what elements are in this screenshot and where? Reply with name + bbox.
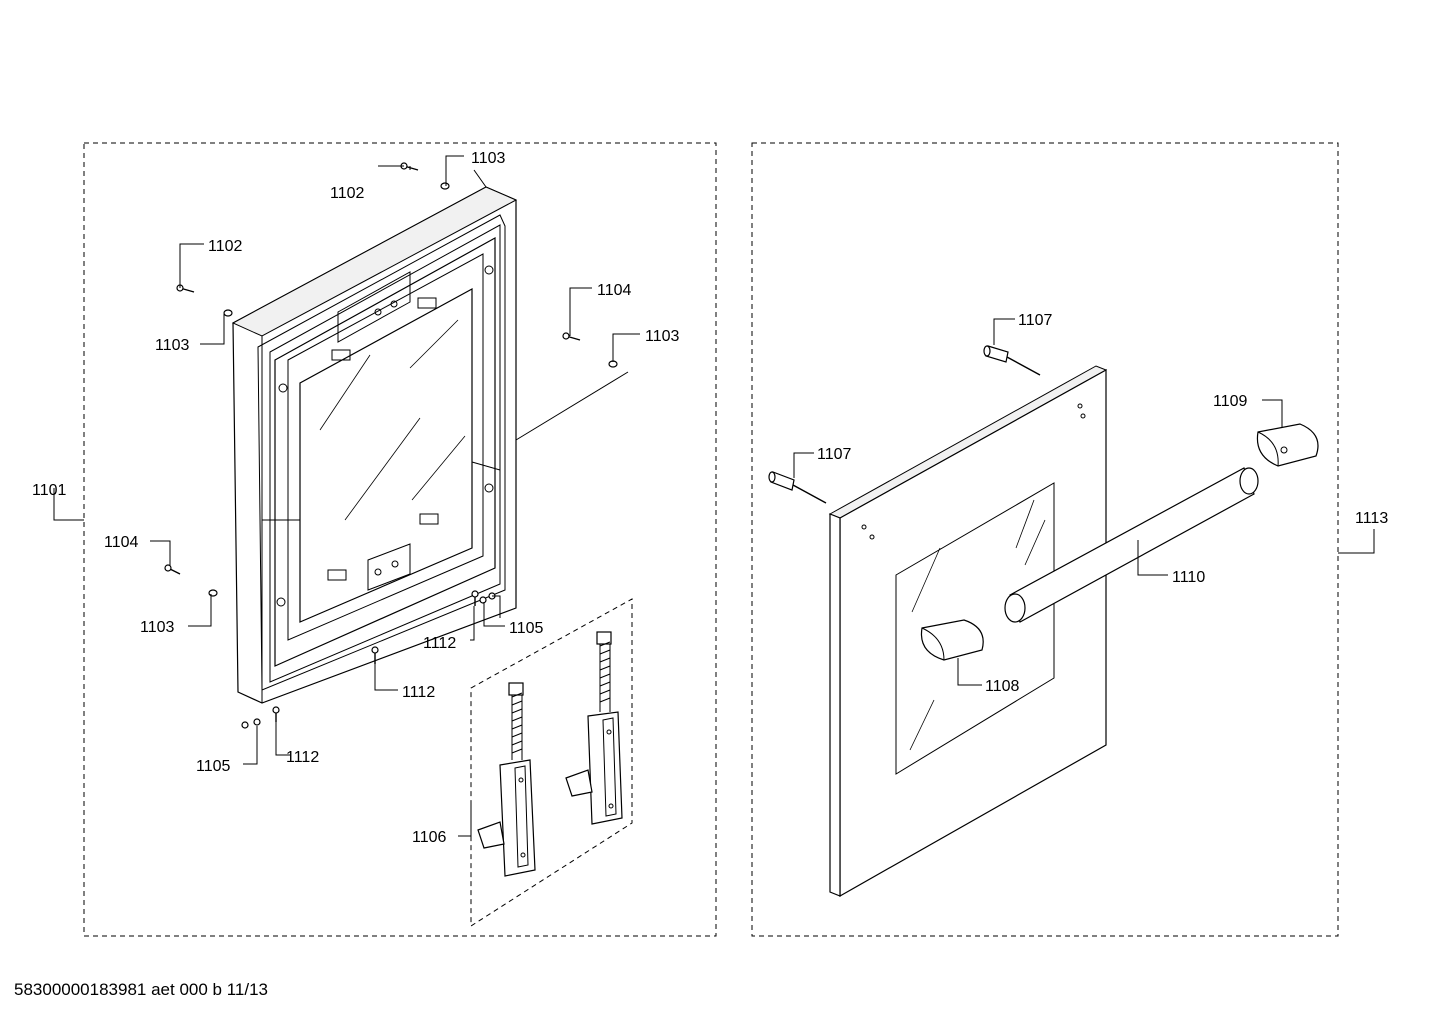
callout-1103-left: 1103 <box>155 337 190 354</box>
screw-1112-bottom-left <box>272 706 280 722</box>
callout-1105-right: 1105 <box>509 620 544 637</box>
handle-bar <box>1004 467 1259 623</box>
hinge-left <box>477 682 536 877</box>
screw-1112-bottom-right <box>471 590 479 606</box>
screw-1107-top <box>983 345 1041 376</box>
handle-mount-1108 <box>920 619 984 661</box>
group-1101-boundary <box>83 142 717 937</box>
screw-1107-left <box>768 471 827 504</box>
group-1113-boundary <box>751 142 1339 937</box>
hinge-right <box>565 631 623 825</box>
screw-1104-left <box>164 564 181 575</box>
inner-door-frame <box>231 186 518 704</box>
callout-1101: 1101 <box>32 482 67 499</box>
washer-1103-lower <box>208 589 218 597</box>
screw-1112-bottom-middle <box>371 646 379 664</box>
document-footer-code: 58300000183981 aet 000 b 11/13 <box>14 980 268 999</box>
callout-1110: 1110 <box>1172 569 1205 586</box>
callout-1107-top: 1107 <box>1018 312 1053 329</box>
callout-1104-right: 1104 <box>597 282 632 299</box>
callout-1107-left: 1107 <box>817 446 852 463</box>
washer-1105-bottom-left-b <box>253 718 261 726</box>
callout-1105-left: 1105 <box>196 758 231 775</box>
callout-1109: 1109 <box>1213 393 1248 410</box>
screw-1104-right <box>562 332 581 341</box>
washer-1105-bottom-left-a <box>241 721 249 729</box>
callout-1112-middle: 1112 <box>402 684 435 701</box>
callout-1104-left: 1104 <box>104 534 139 551</box>
callout-1103-right: 1103 <box>645 328 680 345</box>
callout-1112-left: 1112 <box>286 749 319 766</box>
washer-1103-top <box>440 182 450 190</box>
callout-1106: 1106 <box>412 829 447 846</box>
callout-1103-top: 1103 <box>471 150 506 167</box>
group-1106-boundary <box>470 598 633 927</box>
callout-1103-lower: 1103 <box>140 619 175 636</box>
washer-1105-bottom-right <box>479 596 487 604</box>
callout-1112-right: 1112 <box>423 635 456 652</box>
handle-mount-1109 <box>1256 423 1319 467</box>
callout-1108: 1108 <box>985 678 1020 695</box>
callout-1113: 1113 <box>1355 510 1388 527</box>
callout-1102-top: 1102 <box>330 185 365 202</box>
callout-1102-left: 1102 <box>208 238 243 255</box>
washer-1103-left <box>223 309 233 317</box>
